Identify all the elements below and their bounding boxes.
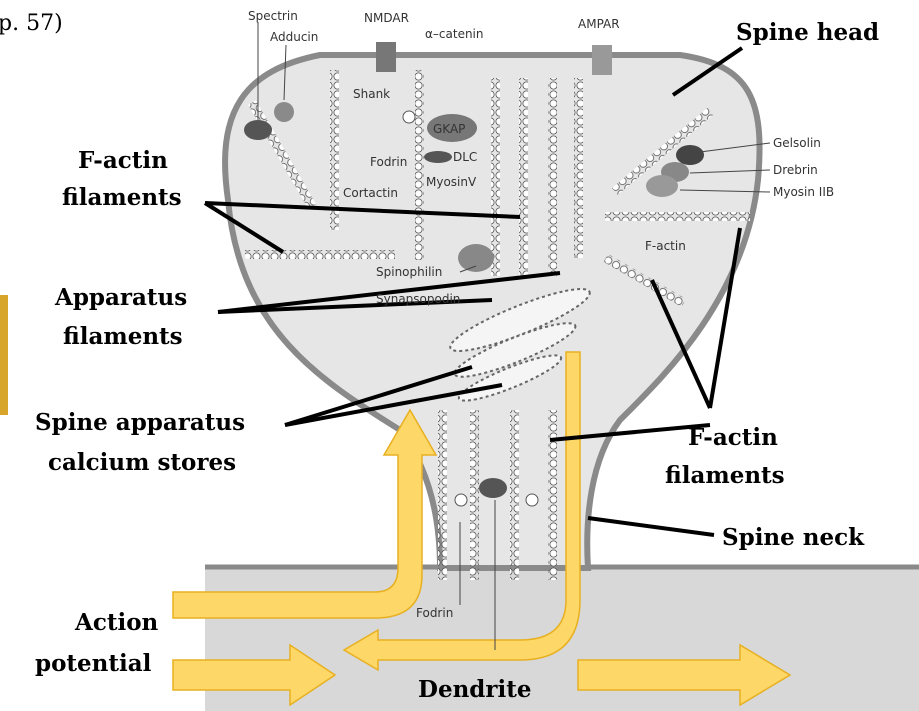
ampar-channel	[592, 45, 612, 75]
filament-horizontal-right	[605, 212, 750, 221]
label-action-1: Action	[74, 609, 159, 636]
label-nmdar: NMDAR	[364, 11, 409, 25]
label-calcium-1: Spine apparatus	[35, 409, 245, 436]
label-drebrin: Drebrin	[773, 163, 818, 177]
label-factin-top-2: filaments	[62, 184, 182, 211]
filament-vertical-3	[548, 78, 557, 276]
label-fodrin-bottom: Fodrin	[416, 606, 453, 620]
filament-vertical-2	[519, 78, 528, 276]
neck-white-dot-2	[526, 494, 538, 506]
label-synaptopodin: Synapsopodin	[376, 292, 460, 306]
pointer-spine-neck	[588, 518, 714, 535]
dlc-blob	[424, 151, 452, 163]
label-spectrin: Spectrin	[248, 9, 298, 23]
gelsolin-blob	[676, 145, 704, 165]
filament-neck-1	[438, 410, 447, 580]
label-factin-top-1: F-actin	[78, 147, 168, 174]
spinophilin-blob	[458, 244, 494, 272]
filament-left-2	[415, 70, 424, 260]
label-calcium-2: calcium stores	[48, 449, 236, 476]
filament-vertical-1	[491, 78, 500, 276]
label-f-actin-small: F-actin	[645, 239, 686, 253]
nmdar-channel	[376, 42, 396, 72]
label-dlc: DLC	[453, 150, 477, 164]
filament-neck-3	[510, 410, 519, 580]
filament-vertical-4	[574, 78, 583, 258]
neck-white-dot-1	[455, 494, 467, 506]
white-vesicle	[403, 111, 415, 123]
label-factin-right-2: filaments	[665, 462, 785, 489]
myosin-blob	[646, 175, 678, 197]
label-citation: p. 57)	[0, 11, 63, 36]
spectrin-blob	[244, 120, 272, 140]
label-adducin: Adducin	[270, 30, 318, 44]
label-gkap: GKAP	[433, 122, 465, 136]
label-myosin-v: MyosinV	[426, 175, 477, 189]
label-fodrin-top: Fodrin	[370, 155, 407, 169]
adducin-blob	[274, 102, 294, 122]
label-gelsolin: Gelsolin	[773, 136, 821, 150]
filament-neck-4	[548, 410, 557, 580]
label-shank: Shank	[353, 87, 390, 101]
label-ampar: AMPAR	[578, 17, 620, 31]
label-spinophilin: Spinophilin	[376, 265, 442, 279]
label-spine-head: Spine head	[736, 19, 879, 46]
filament-left-1	[330, 70, 339, 230]
label-apparatus-2: filaments	[63, 323, 183, 350]
label-myosin-iib: Myosin IIB	[773, 185, 834, 199]
filament-neck-2	[470, 410, 479, 580]
neck-dark-blob	[479, 478, 507, 498]
label-apparatus-1: Apparatus	[54, 284, 187, 311]
label-dendrite: Dendrite	[418, 676, 532, 703]
label-cortactin: Cortactin	[343, 186, 398, 200]
label-action-2: potential	[35, 650, 152, 677]
filament-horizontal-left	[245, 250, 395, 259]
label-alpha-catenin: α–catenin	[425, 27, 484, 41]
label-spine-neck: Spine neck	[722, 524, 865, 551]
label-factin-right-1: F-actin	[688, 424, 778, 451]
side-accent-bar	[0, 295, 8, 415]
